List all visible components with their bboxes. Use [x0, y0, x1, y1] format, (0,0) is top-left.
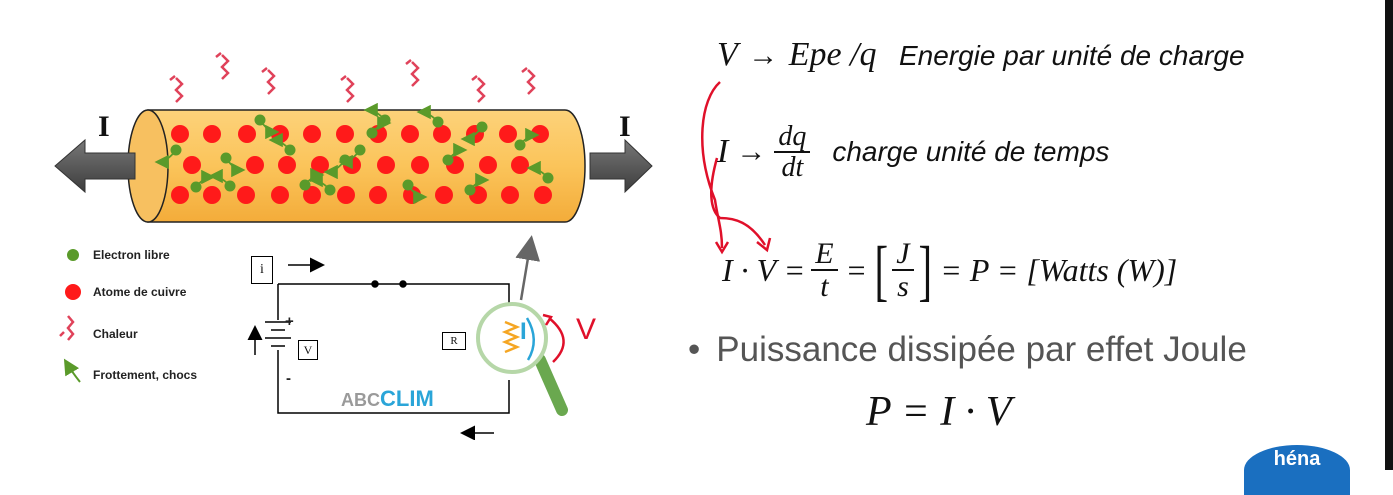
current-label-right: I: [619, 110, 631, 143]
copper-atom: [534, 186, 552, 204]
equation-voltage: V → Epe /q Energie par unité de charge: [717, 36, 1245, 73]
collision-arrow: [460, 126, 483, 147]
copper-atom: [499, 125, 517, 143]
heat-zigzags: [169, 52, 536, 103]
collision-arrow: [225, 157, 246, 178]
circuit-resistor-box: R: [442, 332, 466, 350]
heat-zigzag-icon: [405, 59, 420, 87]
bullet-icon: •: [688, 330, 701, 369]
copper-atom: [271, 186, 289, 204]
copper-atom: [246, 156, 264, 174]
legend-arrow-icon: [63, 358, 81, 383]
collision-arrow: [338, 149, 361, 170]
heat-zigzag-icon: [340, 75, 355, 103]
copper-atom: [171, 125, 189, 143]
red-v-label: V: [576, 313, 597, 346]
legend-electron-icon: [67, 249, 79, 261]
copper-atom: [278, 156, 296, 174]
copper-atom: [203, 125, 221, 143]
circuit-current-box: i: [251, 256, 273, 284]
copper-atom: [303, 125, 321, 143]
bullet-joule: •Puissance dissipée par effet Joule: [688, 330, 1247, 369]
abcclim-logo: ABCCLIM: [341, 386, 434, 411]
legend-heat-icon: [59, 315, 75, 341]
copper-atom: [401, 125, 419, 143]
magnifier-icon: [476, 302, 568, 416]
copper-wire-diagram: [54, 52, 653, 440]
heat-zigzag-icon: [215, 52, 230, 80]
collision-arrow: [447, 142, 468, 161]
collision-arrow: [363, 102, 386, 121]
collision-arrow: [469, 172, 490, 191]
equation-current: I → dq dt charge unité de temps: [717, 121, 1110, 184]
heat-zigzag-icon: [521, 67, 536, 95]
copper-atom: [238, 125, 256, 143]
copper-atom: [203, 186, 221, 204]
circuit: [247, 257, 510, 440]
left-current-arrow: [54, 138, 136, 194]
legend-atom-label: Atome de cuivre: [93, 285, 187, 299]
legend-friction-label: Frottement, chocs: [93, 368, 198, 382]
hena-logo: héna: [1244, 445, 1350, 495]
heat-zigzag-icon: [471, 75, 486, 103]
free-electrons: [154, 102, 554, 205]
battery-minus: -: [286, 370, 291, 387]
copper-atom: [336, 125, 354, 143]
collision-arrow: [407, 184, 428, 205]
collision-arrow: [519, 127, 540, 146]
collision-arrow: [208, 168, 231, 187]
copper-atom: [311, 156, 329, 174]
copper-atom: [435, 186, 453, 204]
copper-atom: [433, 125, 451, 143]
copper-atom: [337, 186, 355, 204]
copper-atom: [501, 186, 519, 204]
magnifier-i-label: I: [520, 318, 527, 345]
red-ink-annotation: [701, 81, 772, 255]
collision-arrow: [308, 172, 331, 191]
collision-arrow: [259, 119, 280, 140]
heat-release-arrow: [515, 235, 541, 301]
collision-arrow: [526, 160, 549, 179]
right-current-arrow: [589, 138, 653, 194]
battery-plus: +: [285, 313, 294, 330]
legend-heat-label: Chaleur: [93, 327, 138, 341]
legend-atom-icon: [65, 284, 81, 300]
copper-atom: [183, 156, 201, 174]
copper-atom: [377, 156, 395, 174]
collision-arrow: [154, 149, 177, 170]
circuit-voltage-box: V: [298, 340, 318, 360]
heat-zigzag-icon: [169, 75, 184, 103]
copper-atom: [479, 156, 497, 174]
copper-atom: [531, 125, 549, 143]
legend-electron-label: Electron libre: [93, 248, 170, 262]
collision-arrow: [416, 104, 439, 123]
copper-atom: [511, 156, 529, 174]
right-edge-bar: [1385, 0, 1393, 470]
copper-atom: [411, 156, 429, 174]
collision-arrow: [268, 132, 291, 151]
copper-atom: [369, 186, 387, 204]
equation-power: I · V = E t = [ J s ] = P = [Watts (W)]: [722, 232, 1178, 308]
current-label-left: I: [98, 110, 110, 143]
heat-zigzag-icon: [261, 67, 276, 95]
copper-atom: [303, 186, 321, 204]
copper-atom: [171, 186, 189, 204]
formula-power: P = I · V: [866, 389, 1012, 435]
copper-atom: [237, 186, 255, 204]
v-annotation-arc: [548, 317, 565, 363]
